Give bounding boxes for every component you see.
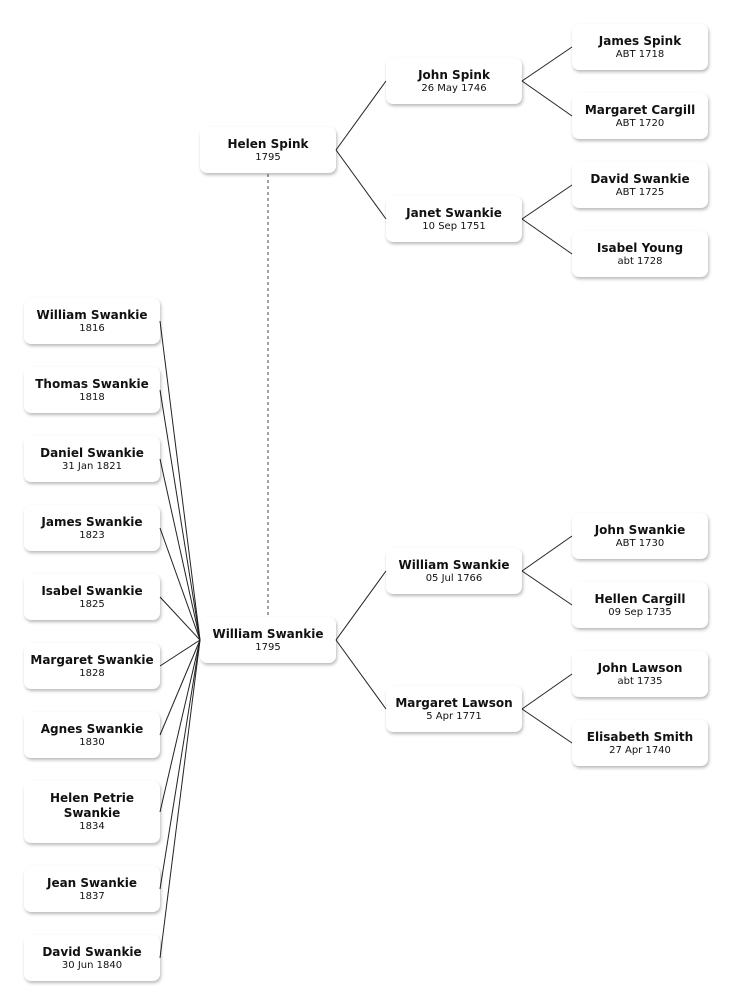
person-name: Hellen Cargill <box>594 591 686 606</box>
person-date: 09 Sep 1735 <box>608 606 672 618</box>
connector-line <box>335 80 387 151</box>
child-node[interactable]: Daniel Swankie 31 Jan 1821 <box>24 436 160 482</box>
person-date: 31 Jan 1821 <box>62 460 122 472</box>
connector-line <box>159 639 201 959</box>
person-name: John Spink <box>418 67 490 82</box>
person-name: Jean Swankie <box>46 875 138 890</box>
connector-line <box>159 527 201 641</box>
person-isabel-young[interactable]: Isabel Young abt 1728 <box>572 231 708 277</box>
person-date: 1834 <box>79 821 105 832</box>
person-date: 10 Sep 1751 <box>422 220 486 232</box>
person-date: 1825 <box>79 598 105 610</box>
person-name: William Swankie <box>398 557 510 572</box>
child-node[interactable]: David Swankie 30 Jun 1840 <box>24 935 160 981</box>
person-date: ABT 1718 <box>615 48 665 60</box>
person-name: David Swankie <box>590 171 690 186</box>
person-margaret-cargill[interactable]: Margaret Cargill ABT 1720 <box>572 93 708 139</box>
connector-line <box>159 389 201 641</box>
person-name: Thomas Swankie <box>35 376 149 391</box>
connector-line <box>159 458 201 641</box>
person-david-swankie-elder[interactable]: David Swankie ABT 1725 <box>572 162 708 208</box>
child-node[interactable]: Isabel Swankie 1825 <box>24 574 160 620</box>
person-date: ABT 1725 <box>615 186 665 198</box>
person-date: 5 Apr 1771 <box>426 710 482 722</box>
connector-line <box>521 80 573 117</box>
person-name: Isabel Swankie <box>41 583 143 598</box>
child-node[interactable]: James Swankie 1823 <box>24 505 160 551</box>
person-john-lawson[interactable]: John Lawson abt 1735 <box>572 651 708 697</box>
person-name: Elisabeth Smith <box>586 729 694 744</box>
person-date: 05 Jul 1766 <box>425 572 483 584</box>
connector-line <box>159 639 201 890</box>
person-name: Helen Spink <box>227 136 309 151</box>
person-name: Isabel Young <box>596 240 684 255</box>
connector-line <box>521 184 573 220</box>
connector-line <box>521 535 573 572</box>
connector-line <box>521 570 573 606</box>
person-name: Margaret Cargill <box>584 102 696 117</box>
person-name: David Swankie <box>42 944 142 959</box>
connector-line <box>335 149 387 220</box>
connector-line <box>159 639 201 813</box>
connector-line <box>521 673 573 710</box>
person-date: 30 Jun 1840 <box>61 959 123 971</box>
child-node[interactable]: William Swankie 1816 <box>24 298 160 344</box>
person-elisabeth-smith[interactable]: Elisabeth Smith 27 Apr 1740 <box>572 720 708 766</box>
person-date: 1828 <box>79 667 105 679</box>
person-date: 27 Apr 1740 <box>609 744 671 756</box>
connector-line <box>335 570 387 641</box>
person-name: James Swankie <box>41 514 143 529</box>
person-name: John Lawson <box>597 660 683 675</box>
person-name: Agnes Swankie <box>40 721 144 736</box>
connector-line <box>159 639 201 736</box>
person-margaret-lawson[interactable]: Margaret Lawson 5 Apr 1771 <box>386 686 522 732</box>
connector-line <box>521 46 573 82</box>
person-date: ABT 1730 <box>615 537 665 549</box>
person-name: William Swankie <box>36 307 148 322</box>
person-date: 26 May 1746 <box>421 82 487 94</box>
person-date: 1816 <box>79 322 105 334</box>
connector-line <box>159 639 201 667</box>
person-date: abt 1735 <box>617 675 663 687</box>
person-name: William Swankie <box>212 626 324 641</box>
person-name: John Swankie <box>594 522 686 537</box>
connector-line <box>521 218 573 255</box>
connector-line <box>159 320 201 641</box>
person-date: ABT 1720 <box>615 117 665 129</box>
person-date: 1830 <box>79 736 105 748</box>
person-john-swankie[interactable]: John Swankie ABT 1730 <box>572 513 708 559</box>
person-date: 1823 <box>79 529 105 541</box>
person-james-spink[interactable]: James Spink ABT 1718 <box>572 24 708 70</box>
person-name: Helen Petrie Swankie <box>50 791 134 820</box>
child-node[interactable]: Jean Swankie 1837 <box>24 866 160 912</box>
person-date: 1837 <box>79 890 105 902</box>
person-janet-swankie[interactable]: Janet Swankie 10 Sep 1751 <box>386 196 522 242</box>
person-name: Janet Swankie <box>406 205 502 220</box>
person-name: Margaret Lawson <box>395 695 513 710</box>
person-date: 1818 <box>79 391 105 403</box>
child-node[interactable]: Thomas Swankie 1818 <box>24 367 160 413</box>
person-date: abt 1728 <box>617 255 663 267</box>
connector-line <box>159 596 201 641</box>
connector-line <box>521 708 573 744</box>
person-date: 1795 <box>255 151 281 163</box>
child-node[interactable]: Agnes Swankie 1830 <box>24 712 160 758</box>
person-date: 1795 <box>255 641 281 653</box>
child-node[interactable]: Margaret Swankie 1828 <box>24 643 160 689</box>
person-william-swankie-focal[interactable]: William Swankie 1795 <box>200 617 336 663</box>
person-name: Margaret Swankie <box>30 652 154 667</box>
person-hellen-cargill[interactable]: Hellen Cargill 09 Sep 1735 <box>572 582 708 628</box>
person-name: Daniel Swankie <box>40 445 144 460</box>
person-helen-spink[interactable]: Helen Spink 1795 <box>200 127 336 173</box>
person-john-spink[interactable]: John Spink 26 May 1746 <box>386 58 522 104</box>
connector-line <box>335 639 387 710</box>
person-william-swankie-father[interactable]: William Swankie 05 Jul 1766 <box>386 548 522 594</box>
person-name: James Spink <box>598 33 682 48</box>
child-node[interactable]: Helen Petrie Swankie 1834 <box>24 781 160 843</box>
